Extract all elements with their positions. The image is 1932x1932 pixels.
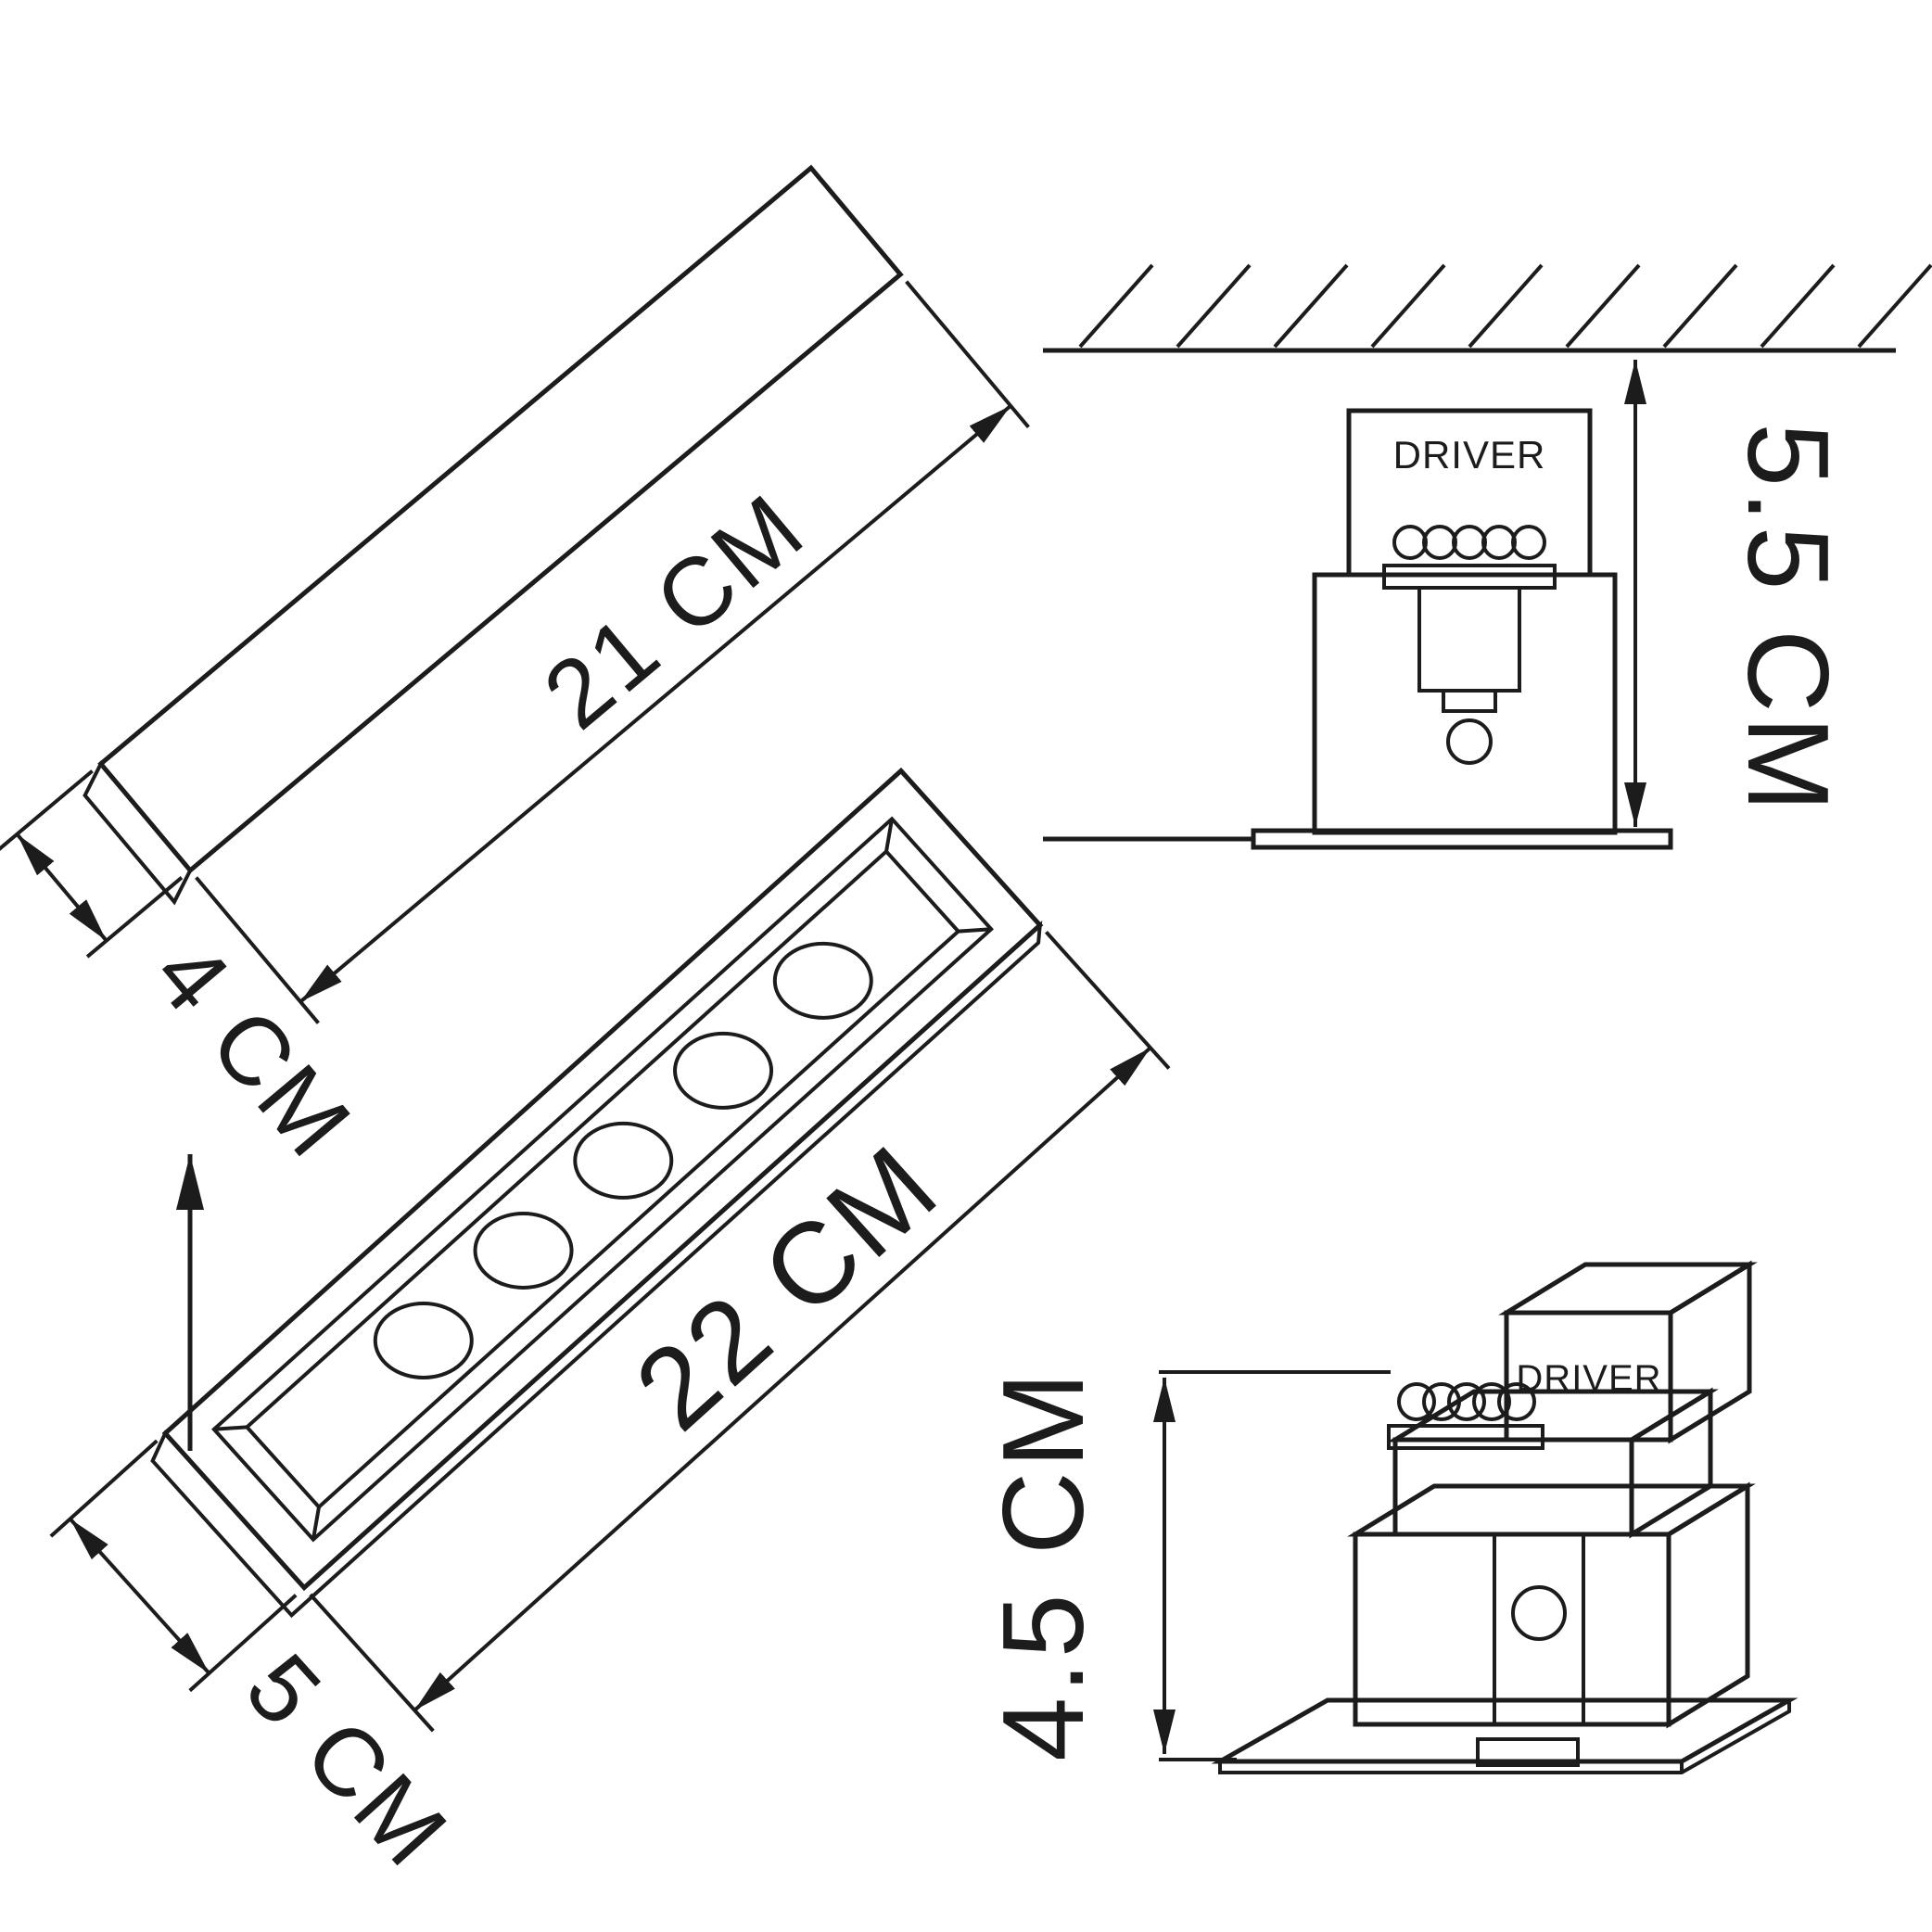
perspective-view: DRIVER 4.5 CM bbox=[980, 1260, 1799, 1774]
witness-line bbox=[905, 280, 1030, 429]
perspective-height-label: 4.5 CM bbox=[980, 1368, 1108, 1761]
trim-plate-thickness bbox=[1218, 1700, 1791, 1774]
driver-box-right bbox=[1668, 1260, 1752, 1444]
section-depth-dimension: 5.5 CM bbox=[1624, 360, 1851, 827]
bevel-line bbox=[884, 818, 895, 852]
section-depth-label: 5.5 CM bbox=[1723, 423, 1851, 816]
led-holes bbox=[373, 941, 873, 1379]
bar-end-face bbox=[83, 760, 193, 906]
bar-length-label: 21 CM bbox=[525, 473, 826, 750]
led-hole bbox=[473, 1211, 574, 1290]
section-view: DRIVER 5.5 CM bbox=[1043, 263, 1932, 850]
perspective-height-dimension: 4.5 CM bbox=[980, 1368, 1391, 1761]
dimension-arrow bbox=[69, 1518, 211, 1675]
witness-line bbox=[0, 769, 94, 852]
body-right-face bbox=[1666, 1481, 1750, 1729]
coil-bracket bbox=[1387, 1424, 1544, 1450]
body-top-face bbox=[1347, 1483, 1756, 1537]
coil-perspective bbox=[1397, 1382, 1536, 1421]
led-hole bbox=[673, 1031, 774, 1110]
bevel-line bbox=[958, 927, 992, 934]
witness-line bbox=[188, 1594, 298, 1693]
adjustment-hole bbox=[1511, 1585, 1567, 1641]
bar-top-view: 21 CM 4 CM bbox=[0, 164, 1030, 1179]
bar-width-dimension: 4 CM bbox=[0, 769, 373, 1179]
ceiling-hatching bbox=[1078, 263, 1932, 349]
witness-line bbox=[1044, 931, 1171, 1070]
witness-line bbox=[195, 876, 320, 1024]
witness-line bbox=[309, 1593, 435, 1733]
witness-line bbox=[85, 876, 184, 959]
driver-label-perspective: DRIVER bbox=[1516, 1358, 1661, 1399]
lamp-body-section bbox=[1417, 586, 1521, 693]
face-width-label: 5 CM bbox=[225, 1634, 469, 1888]
step-right-face bbox=[1629, 1387, 1713, 1539]
lamp-knob-section bbox=[1446, 718, 1493, 765]
bar-width-label: 4 CM bbox=[133, 922, 373, 1178]
lamp-base-section bbox=[1442, 689, 1497, 713]
connector-block bbox=[1476, 1737, 1580, 1767]
coil-section bbox=[1392, 525, 1546, 560]
face-width-dimension: 5 CM bbox=[49, 1439, 469, 1888]
led-hole bbox=[772, 941, 873, 1020]
body-front-face bbox=[1353, 1532, 1671, 1727]
driver-label-section: DRIVER bbox=[1393, 433, 1546, 477]
led-hole bbox=[573, 1121, 674, 1200]
witness-line bbox=[49, 1439, 159, 1538]
led-hole bbox=[373, 1301, 474, 1379]
bar-length-dimension: 21 CM bbox=[195, 280, 1030, 1024]
dimension-arrow bbox=[299, 404, 1012, 1004]
dimension-arrow bbox=[413, 1046, 1152, 1712]
bevel-line bbox=[311, 1506, 321, 1541]
trim-plate-top bbox=[1211, 1697, 1799, 1764]
can-housing-section bbox=[1312, 572, 1618, 835]
dimension-arrow bbox=[15, 833, 108, 942]
bevel-line bbox=[213, 1425, 248, 1431]
